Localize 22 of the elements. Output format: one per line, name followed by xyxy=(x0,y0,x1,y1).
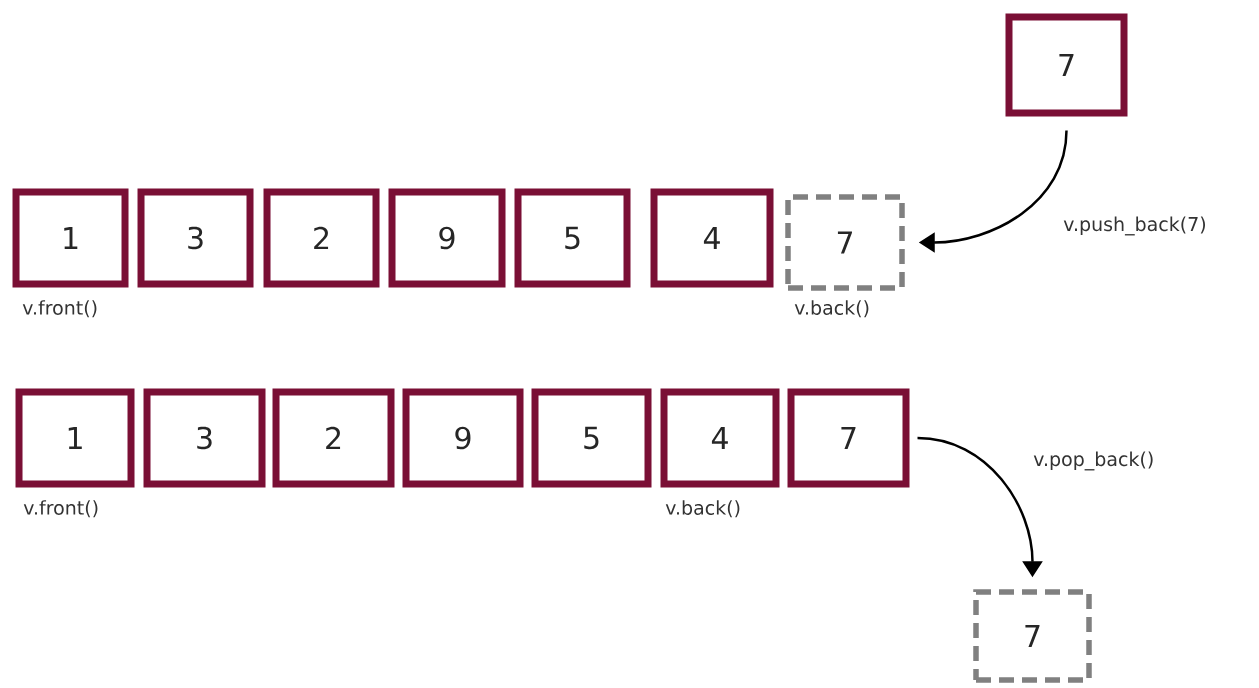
edge-label: v.push_back(7) xyxy=(1062,215,1208,237)
array-cell: 4 xyxy=(660,388,780,488)
method-label: v.back() xyxy=(794,300,869,318)
array-cell: 1 xyxy=(12,188,129,288)
array-cell: 9 xyxy=(402,388,524,488)
array-cell: 3 xyxy=(137,188,254,288)
placeholder-cell: 7 xyxy=(785,194,905,291)
array-cell: 9 xyxy=(388,188,506,288)
array-cell: 5 xyxy=(514,188,631,288)
element-box: 7 xyxy=(1005,13,1128,117)
array-cell: 2 xyxy=(263,188,380,288)
array-cell: 7 xyxy=(787,388,910,488)
array-cell: 3 xyxy=(143,388,266,488)
edge-label: v.pop_back() xyxy=(1032,450,1156,472)
placeholder-cell: 7 xyxy=(973,589,1092,683)
array-cell: 4 xyxy=(650,188,774,288)
array-cell: 2 xyxy=(272,388,395,488)
array-cell: 1 xyxy=(15,388,135,488)
method-label: v.front() xyxy=(23,500,98,518)
array-cell: 5 xyxy=(531,388,652,488)
method-label: v.back() xyxy=(665,500,740,518)
method-label: v.front() xyxy=(22,300,97,318)
